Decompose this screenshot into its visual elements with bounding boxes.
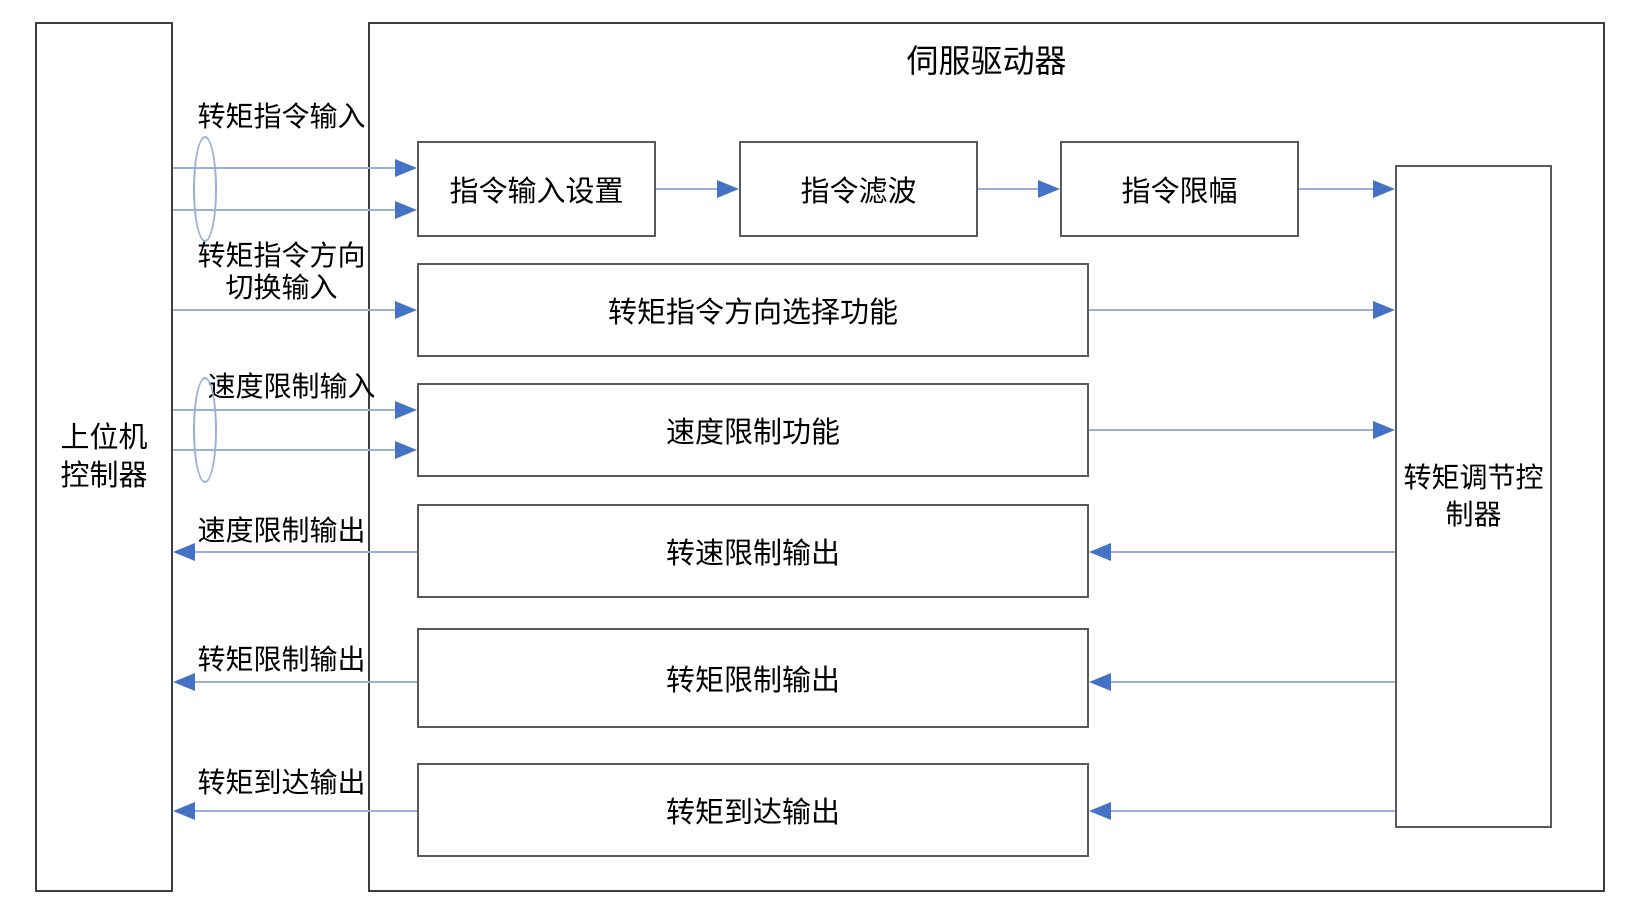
wire-speed-limit-input-2 xyxy=(173,449,397,451)
label-torque-direction-switch-line2: 切换输入 xyxy=(225,272,338,303)
arrowhead-left-icon xyxy=(1089,802,1111,820)
arrowhead-right-icon xyxy=(395,301,417,319)
servo-driver-title: 伺服驱动器 xyxy=(906,43,1067,79)
block-command-input-setting: 指令输入设置 xyxy=(417,141,656,237)
wire-torque-reach-output-to-host xyxy=(195,810,417,812)
wire-regulator-to-speed-limit-output xyxy=(1111,551,1395,553)
arrowhead-right-icon xyxy=(717,180,739,198)
label-speed-limit-output: 速度限制输出 xyxy=(197,515,366,546)
host-controller-label: 上位机 控制器 xyxy=(60,419,147,496)
torque-regulator-label-line1: 转矩调节控 xyxy=(1403,461,1544,493)
block-torque-limit-output: 转矩限制输出 xyxy=(417,628,1089,728)
arrowhead-right-icon xyxy=(1038,180,1060,198)
wire-limit-to-regulator xyxy=(1299,188,1374,190)
block-speed-limit-function: 速度限制功能 xyxy=(417,383,1089,477)
arrowhead-right-icon xyxy=(1373,421,1395,439)
host-controller-label-line2: 控制器 xyxy=(60,460,148,492)
wire-bundle-ellipse-torque-input xyxy=(193,136,217,242)
arrowhead-right-icon xyxy=(395,401,417,419)
wire-regulator-to-torque-limit-output xyxy=(1111,681,1395,683)
wire-torque-direction-switch-input xyxy=(173,309,397,311)
label-speed-limit-input: 速度限制输入 xyxy=(207,371,376,402)
wire-bundle-ellipse-speed-limit-input xyxy=(193,377,217,483)
arrowhead-right-icon xyxy=(395,159,417,177)
wire-regulator-to-torque-reach-output xyxy=(1111,810,1395,812)
arrowhead-left-icon xyxy=(173,673,195,691)
wire-torque-command-input-1 xyxy=(173,167,397,169)
wire-torque-limit-output-to-host xyxy=(195,681,417,683)
block-torque-reach-output: 转矩到达输出 xyxy=(417,763,1089,857)
label-torque-reach-output: 转矩到达输出 xyxy=(197,767,366,798)
block-torque-direction-select: 转矩指令方向选择功能 xyxy=(417,263,1089,357)
host-controller-box: 上位机 控制器 xyxy=(35,22,173,892)
wire-speed-limit-input-1 xyxy=(173,409,397,411)
label-torque-limit-output: 转矩限制输出 xyxy=(197,644,366,675)
block-speed-limit-output: 转速限制输出 xyxy=(417,504,1089,598)
torque-regulator-label: 转矩调节控 制器 xyxy=(1403,460,1543,534)
block-command-limit: 指令限幅 xyxy=(1060,141,1299,237)
wire-speed-limit-output-to-host xyxy=(195,551,417,553)
wire-setting-to-filter xyxy=(656,188,719,190)
arrowhead-left-icon xyxy=(173,802,195,820)
torque-regulator-label-line2: 制器 xyxy=(1445,498,1502,530)
arrowhead-right-icon xyxy=(395,441,417,459)
wire-speed-limit-to-regulator xyxy=(1089,429,1374,431)
wire-filter-to-limit xyxy=(978,188,1040,190)
arrowhead-right-icon xyxy=(395,201,417,219)
label-torque-direction-switch-line1: 转矩指令方向 xyxy=(197,240,366,271)
label-torque-direction-switch: 转矩指令方向 切换输入 xyxy=(173,240,390,304)
arrowhead-right-icon xyxy=(1373,180,1395,198)
block-command-filter: 指令滤波 xyxy=(739,141,978,237)
arrowhead-left-icon xyxy=(173,543,195,561)
wire-torque-command-input-2 xyxy=(173,209,397,211)
torque-regulator-box: 转矩调节控 制器 xyxy=(1395,165,1552,828)
arrowhead-left-icon xyxy=(1089,543,1111,561)
arrowhead-right-icon xyxy=(1373,301,1395,319)
arrowhead-left-icon xyxy=(1089,673,1111,691)
label-torque-command-input: 转矩指令输入 xyxy=(197,101,366,132)
host-controller-label-line1: 上位机 xyxy=(60,421,148,454)
wire-direction-select-to-regulator xyxy=(1089,309,1374,311)
